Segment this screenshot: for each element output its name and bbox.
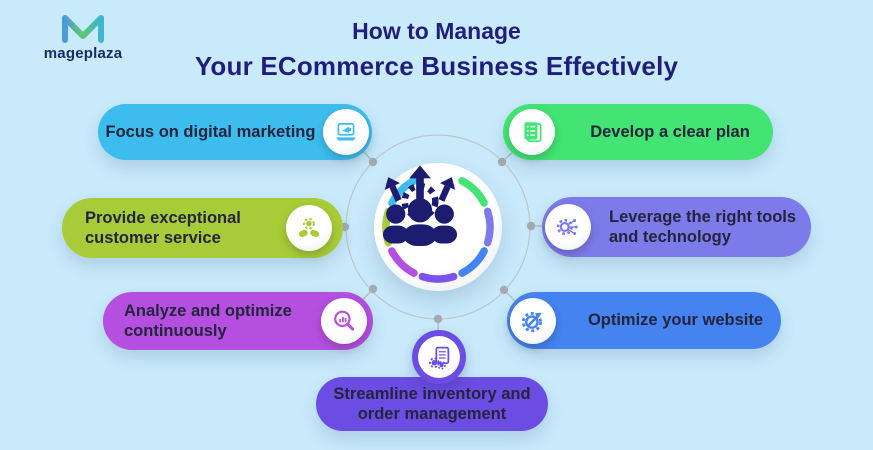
magnifier-chart-icon bbox=[334, 310, 355, 331]
ring-segment bbox=[458, 247, 488, 277]
document-gears-icon-circle bbox=[412, 330, 466, 384]
item-label: Streamline inventory and order managemen… bbox=[333, 384, 531, 423]
laptop-megaphone-icon bbox=[336, 123, 356, 141]
item-right-tools-technology: Leverage the right tools and technology bbox=[542, 197, 811, 257]
item-label: Analyze and optimize continuously bbox=[124, 301, 292, 340]
item-label: Provide exceptional customer service bbox=[85, 208, 241, 247]
brand-name: mageplaza bbox=[43, 45, 123, 62]
ring-segment bbox=[388, 177, 418, 207]
item-analyze-optimize: Analyze and optimize continuously bbox=[103, 292, 373, 350]
ring-segment bbox=[418, 272, 458, 283]
title-line-2: Your ECommerce Business Effectively bbox=[194, 51, 679, 81]
connector-dot bbox=[526, 221, 536, 231]
document-gears-icon bbox=[428, 346, 449, 370]
item-develop-clear-plan: Develop a clear plan bbox=[503, 104, 773, 160]
page-title: How to Manage Your ECommerce Business Ef… bbox=[0, 18, 873, 82]
connector-dot bbox=[499, 285, 509, 295]
mageplaza-m-icon bbox=[62, 15, 104, 43]
item-customer-service: Provide exceptional customer service bbox=[62, 198, 343, 258]
hands-gear-icon bbox=[298, 217, 320, 238]
ring-segment bbox=[388, 247, 418, 277]
color-ring bbox=[382, 177, 494, 283]
item-label: Develop a clear plan bbox=[590, 122, 750, 141]
item-focus-digital-marketing: Focus on digital marketing bbox=[98, 104, 372, 160]
center-hub bbox=[374, 163, 502, 291]
connector-dot bbox=[368, 157, 378, 167]
checklist-icon bbox=[524, 122, 542, 143]
item-label: Leverage the right tools and technology bbox=[609, 207, 797, 246]
item-optimize-website: Optimize your website bbox=[507, 292, 781, 349]
connector-dot bbox=[433, 314, 443, 324]
mageplaza-logo: mageplaza bbox=[28, 12, 138, 62]
item-label: Optimize your website bbox=[587, 311, 764, 330]
title-line-1: How to Manage bbox=[352, 18, 521, 44]
connector-dot bbox=[497, 157, 507, 167]
connector-dot bbox=[368, 284, 378, 294]
item-streamline-inventory: Streamline inventory and order managemen… bbox=[316, 377, 548, 431]
item-label: Focus on digital marketing bbox=[105, 122, 316, 141]
ring-segment bbox=[458, 177, 488, 207]
team-growth-icon bbox=[382, 165, 458, 247]
gear-circuit-icon bbox=[556, 218, 578, 236]
gear-arrow-icon bbox=[521, 311, 542, 332]
ring-segment bbox=[483, 207, 494, 247]
